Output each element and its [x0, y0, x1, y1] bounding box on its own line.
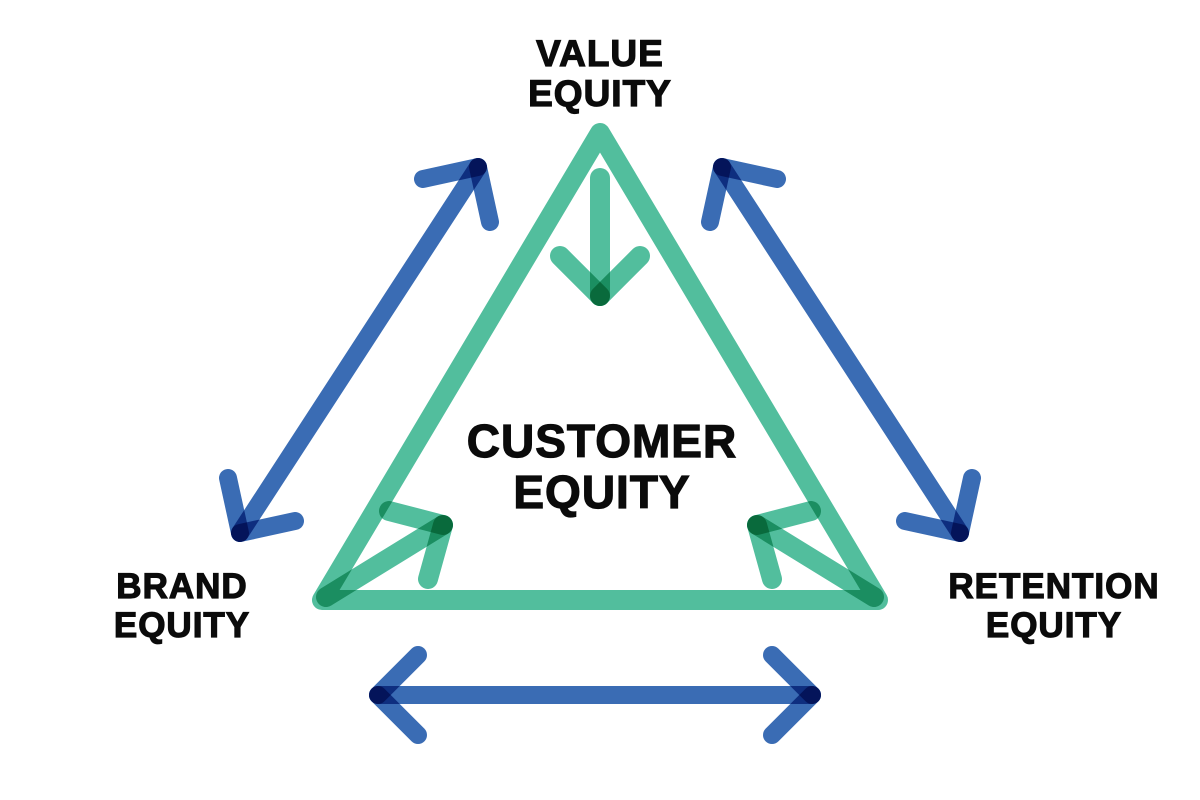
- retention-equity-label-line2: EQUITY: [985, 605, 1123, 645]
- value-brand-arrow-top-barb-2: [469, 158, 499, 231]
- retention-inward-arrow-shaft: [747, 515, 884, 607]
- brand-retention-arrow-right-barb-2: [763, 686, 821, 744]
- brand-retention-arrow-right-barb-1: [763, 646, 821, 704]
- brand-retention-arrow-left-barb-1: [369, 646, 427, 704]
- value-retention-arrow-bottom-barb-1: [896, 512, 969, 542]
- value-equity-label-line2: EQUITY: [528, 73, 672, 114]
- value-retention-arrow-bottom-barb-2: [951, 469, 981, 542]
- brand-equity-label-line2: EQUITY: [113, 605, 251, 645]
- customer-equity-label-line2: EQUITY: [513, 466, 691, 518]
- retention-equity-label: RETENTION EQUITY: [948, 566, 1160, 645]
- brand-inward-arrow-barb-bottom: [418, 515, 453, 589]
- value-retention-arrow-shaft: [713, 158, 969, 542]
- value-brand-arrow-shaft: [231, 158, 487, 542]
- customer-equity-label-line1: CUSTOMER: [466, 415, 738, 467]
- value-retention-arrow-top-barb-1: [713, 158, 786, 188]
- brand-retention-arrow-left-barb-2: [369, 686, 427, 744]
- value-inward-arrow-barb-right: [590, 246, 650, 306]
- value-brand-arrow-top-barb-1: [414, 158, 487, 188]
- retention-inward-arrow-barb-bottom: [747, 515, 782, 589]
- value-retention-arrow-top-barb-2: [701, 158, 731, 231]
- brand-equity-label-line1: BRAND: [116, 566, 248, 606]
- customer-equity-label: CUSTOMER EQUITY: [466, 415, 738, 518]
- brand-equity-label: BRAND EQUITY: [113, 566, 251, 645]
- retention-equity-label-line1: RETENTION: [948, 566, 1160, 606]
- value-brand-arrow-bottom-barb-1: [231, 512, 304, 542]
- triangle-outline: [312, 123, 888, 610]
- brand-inward-arrow-shaft: [316, 515, 453, 607]
- value-equity-label: VALUE EQUITY: [528, 33, 672, 114]
- value-brand-arrow-bottom-barb-2: [219, 469, 249, 542]
- value-equity-label-line1: VALUE: [536, 33, 664, 74]
